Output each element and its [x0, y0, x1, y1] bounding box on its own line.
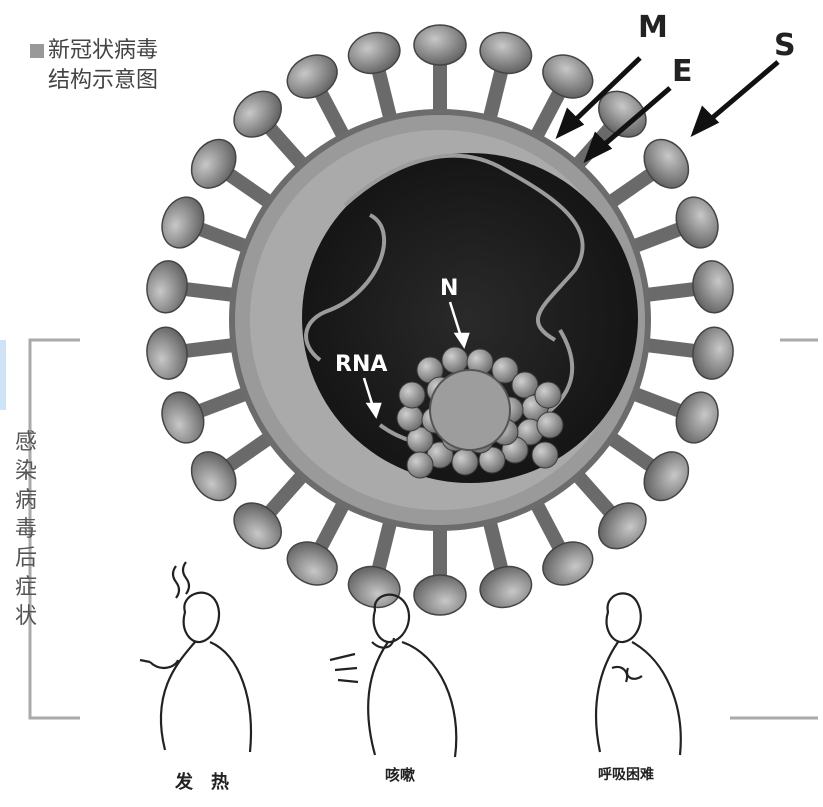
- spike-head: [669, 191, 725, 254]
- sidebar-char: 感: [14, 428, 38, 457]
- nucleocapsid-ball: [452, 449, 478, 475]
- spike-head: [476, 27, 536, 78]
- label-rna: RNA: [335, 352, 387, 377]
- label-spike-protein: S: [774, 28, 796, 63]
- spike-head: [144, 259, 190, 315]
- sidebar-char: 毒: [14, 515, 38, 544]
- spike-head: [344, 27, 404, 78]
- nucleocapsid-ball: [407, 452, 433, 478]
- caption-cough: 咳嗽: [385, 764, 415, 785]
- sidebar-char: 状: [14, 602, 38, 631]
- spike-head: [144, 325, 190, 381]
- nucleocapsid-ball: [442, 347, 468, 373]
- caption-fever: 发热: [175, 768, 247, 794]
- label-membrane-protein: M: [638, 10, 668, 45]
- nucleocapsid-core: [430, 370, 510, 450]
- spike-head: [414, 575, 466, 615]
- symptom-sidebar-label: 感 染 病 毒 后 症 状: [14, 428, 38, 631]
- figure-cough: [330, 595, 456, 757]
- spike-head: [535, 47, 600, 107]
- spike-head: [414, 25, 466, 65]
- spike-head: [155, 191, 211, 254]
- figure-breathing: [596, 593, 681, 755]
- sidebar-char: 病: [14, 486, 38, 515]
- spike-head: [280, 47, 345, 107]
- spike-head: [155, 386, 211, 449]
- sidebar-char: 后: [14, 544, 38, 573]
- label-envelope-protein: E: [672, 54, 693, 89]
- spike-head: [535, 534, 600, 594]
- spike-head: [280, 534, 345, 594]
- nucleocapsid-ball: [535, 382, 561, 408]
- caption-breathing-difficulty: 呼吸困难: [598, 764, 654, 784]
- sidebar-char: 染: [14, 457, 38, 486]
- label-nucleocapsid: N: [440, 276, 458, 301]
- figure-fever: [140, 562, 251, 752]
- sidebar-char: 症: [14, 573, 38, 602]
- spike-head: [690, 259, 736, 315]
- nucleocapsid-ball: [399, 382, 425, 408]
- spike-head: [690, 325, 736, 381]
- nucleocapsid-ball: [512, 372, 538, 398]
- nucleocapsid-ball: [537, 412, 563, 438]
- nucleocapsid-ball: [397, 405, 423, 431]
- spike-head: [476, 561, 536, 612]
- spike-head: [669, 386, 725, 449]
- nucleocapsid-ball: [532, 442, 558, 468]
